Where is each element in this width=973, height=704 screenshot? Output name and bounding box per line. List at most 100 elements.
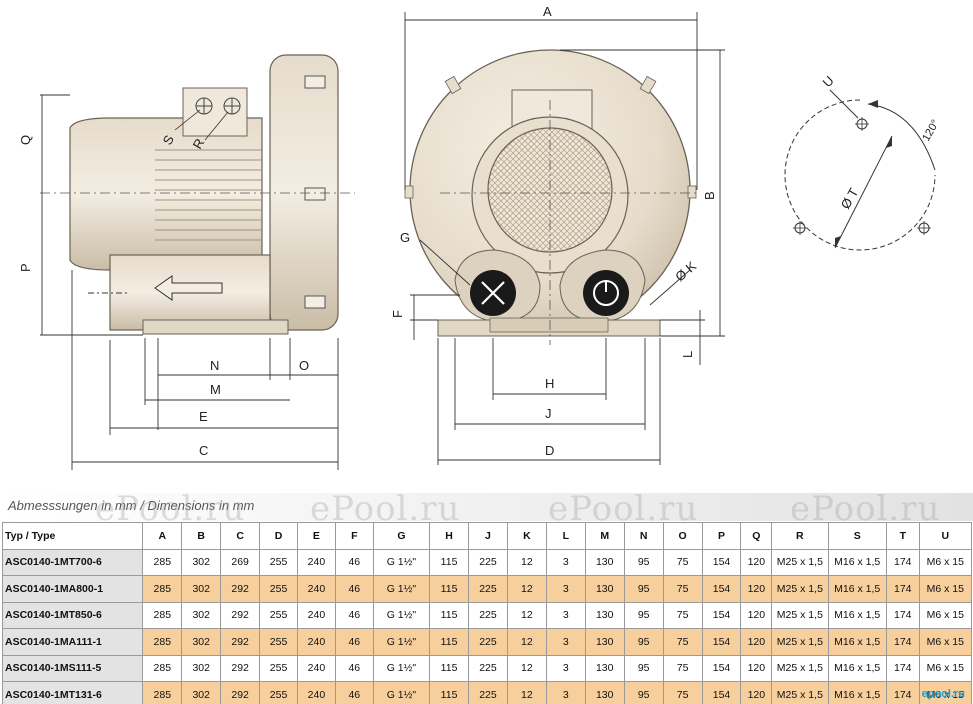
value-cell: 130	[584, 628, 625, 656]
column-header-o: O	[662, 522, 703, 550]
column-header-n: N	[623, 522, 664, 550]
dimensions-caption: Abmesssungen in mm / Dimensions in mm	[8, 498, 255, 513]
value-cell: 302	[181, 575, 222, 603]
value-cell: 285	[142, 681, 183, 704]
value-cell: M25 x 1,5	[771, 601, 829, 629]
column-header-type: Typ / Type	[1, 522, 144, 550]
value-cell: G 1½"	[372, 628, 431, 656]
value-cell: 255	[259, 628, 298, 656]
value-cell: M16 x 1,5	[827, 548, 887, 576]
value-cell: 255	[259, 548, 298, 576]
dim-label-k: Ø K	[672, 258, 699, 284]
value-cell: 240	[296, 601, 336, 629]
column-header-k: K	[506, 522, 547, 550]
value-cell: 115	[429, 681, 470, 704]
value-cell: 240	[296, 548, 336, 576]
column-header-p: P	[701, 522, 742, 550]
value-cell: 120	[740, 575, 773, 603]
value-cell: 115	[429, 654, 470, 682]
column-header-u: U	[918, 522, 973, 550]
dimensions-caption-bar: Abmesssungen in mm / Dimensions in mm eP…	[0, 489, 973, 529]
side-view: S R Q P N O M	[18, 54, 355, 470]
value-cell: 75	[662, 628, 703, 656]
value-cell: 3	[545, 548, 586, 576]
value-cell: 120	[740, 654, 773, 682]
value-cell: 154	[701, 548, 742, 576]
value-cell: G 1½"	[372, 601, 431, 629]
value-cell: 174	[885, 654, 920, 682]
column-header-s: S	[827, 522, 887, 550]
value-cell: 12	[506, 548, 547, 576]
value-cell: 285	[142, 654, 183, 682]
dim-label-o: O	[299, 358, 309, 373]
dim-label-q: Q	[18, 135, 33, 145]
value-cell: 95	[623, 628, 664, 656]
value-cell: M25 x 1,5	[771, 628, 829, 656]
value-cell: 46	[334, 654, 374, 682]
value-cell: 3	[545, 601, 586, 629]
value-cell: 240	[296, 681, 336, 704]
dim-label-a: A	[543, 4, 552, 19]
value-cell: 154	[701, 575, 742, 603]
value-cell: 46	[334, 575, 374, 603]
type-cell: ASC0140-1MT131-6	[1, 681, 144, 704]
value-cell: 75	[662, 548, 703, 576]
value-cell: M6 x 15	[918, 628, 973, 656]
value-cell: 12	[506, 575, 547, 603]
value-cell: M6 x 15	[918, 681, 973, 704]
dim-label-d: D	[545, 443, 554, 458]
value-cell: 130	[584, 548, 625, 576]
value-cell: 225	[468, 628, 508, 656]
value-cell: 46	[334, 681, 374, 704]
column-header-j: J	[468, 522, 508, 550]
value-cell: 285	[142, 575, 183, 603]
value-cell: 115	[429, 548, 470, 576]
dim-label-l: L	[680, 351, 695, 358]
value-cell: 285	[142, 548, 183, 576]
value-cell: 255	[259, 601, 298, 629]
value-cell: 3	[545, 628, 586, 656]
value-cell: M25 x 1,5	[771, 681, 829, 704]
value-cell: 154	[701, 601, 742, 629]
type-cell: ASC0140-1MA800-1	[1, 575, 144, 603]
value-cell: 240	[296, 628, 336, 656]
value-cell: 285	[142, 601, 183, 629]
value-cell: 120	[740, 601, 773, 629]
value-cell: M25 x 1,5	[771, 654, 829, 682]
dim-label-g: G	[400, 230, 410, 245]
value-cell: 240	[296, 654, 336, 682]
value-cell: 12	[506, 601, 547, 629]
value-cell: 292	[220, 575, 261, 603]
value-cell: M25 x 1,5	[771, 575, 829, 603]
column-header-m: M	[584, 522, 625, 550]
value-cell: 225	[468, 654, 508, 682]
value-cell: 46	[334, 628, 374, 656]
value-cell: 12	[506, 654, 547, 682]
technical-drawing: S R Q P N O M	[18, 4, 942, 470]
dim-label-t: Ø T	[838, 185, 862, 211]
column-header-c: C	[220, 522, 261, 550]
value-cell: M6 x 15	[918, 601, 973, 629]
column-header-a: A	[142, 522, 183, 550]
value-cell: 225	[468, 681, 508, 704]
value-cell: M16 x 1,5	[827, 681, 887, 704]
angle-label: 120°	[920, 118, 942, 144]
value-cell: 292	[220, 654, 261, 682]
value-cell: 75	[662, 575, 703, 603]
front-view: A B D J H F L G Ø K	[390, 4, 725, 465]
value-cell: 130	[584, 681, 625, 704]
value-cell: M16 x 1,5	[827, 654, 887, 682]
value-cell: 120	[740, 628, 773, 656]
value-cell: 154	[701, 681, 742, 704]
column-header-b: B	[181, 522, 222, 550]
value-cell: 154	[701, 628, 742, 656]
dim-label-u: U	[820, 73, 837, 90]
value-cell: M16 x 1,5	[827, 601, 887, 629]
column-header-d: D	[259, 522, 298, 550]
value-cell: M6 x 15	[918, 575, 973, 603]
value-cell: 240	[296, 575, 336, 603]
